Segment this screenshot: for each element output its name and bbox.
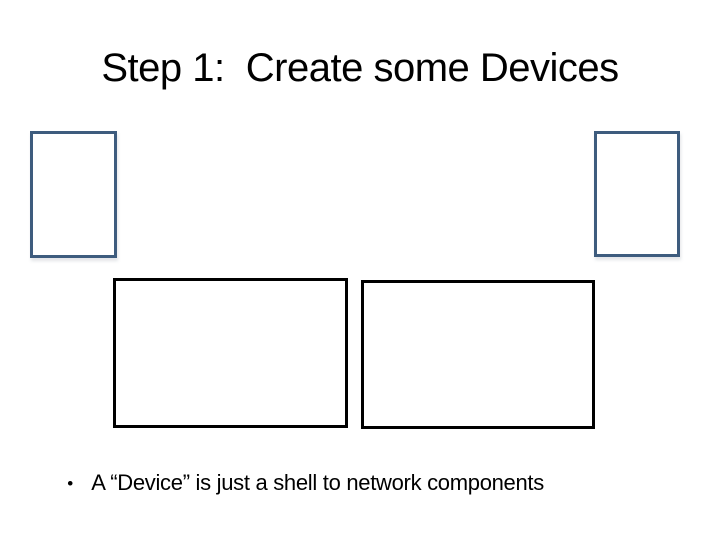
- device-rect-top-right: [594, 131, 680, 257]
- bullet-line: • A “Device” is just a shell to network c…: [44, 441, 684, 526]
- bullet-marker: •: [67, 474, 73, 493]
- device-rect-top-left: [30, 131, 117, 258]
- component-rect-center-right: [361, 280, 595, 429]
- component-rect-center-left: [113, 278, 348, 428]
- bullet-text: A “Device” is just a shell to network co…: [91, 470, 544, 495]
- slide-title: Step 1: Create some Devices: [101, 46, 619, 90]
